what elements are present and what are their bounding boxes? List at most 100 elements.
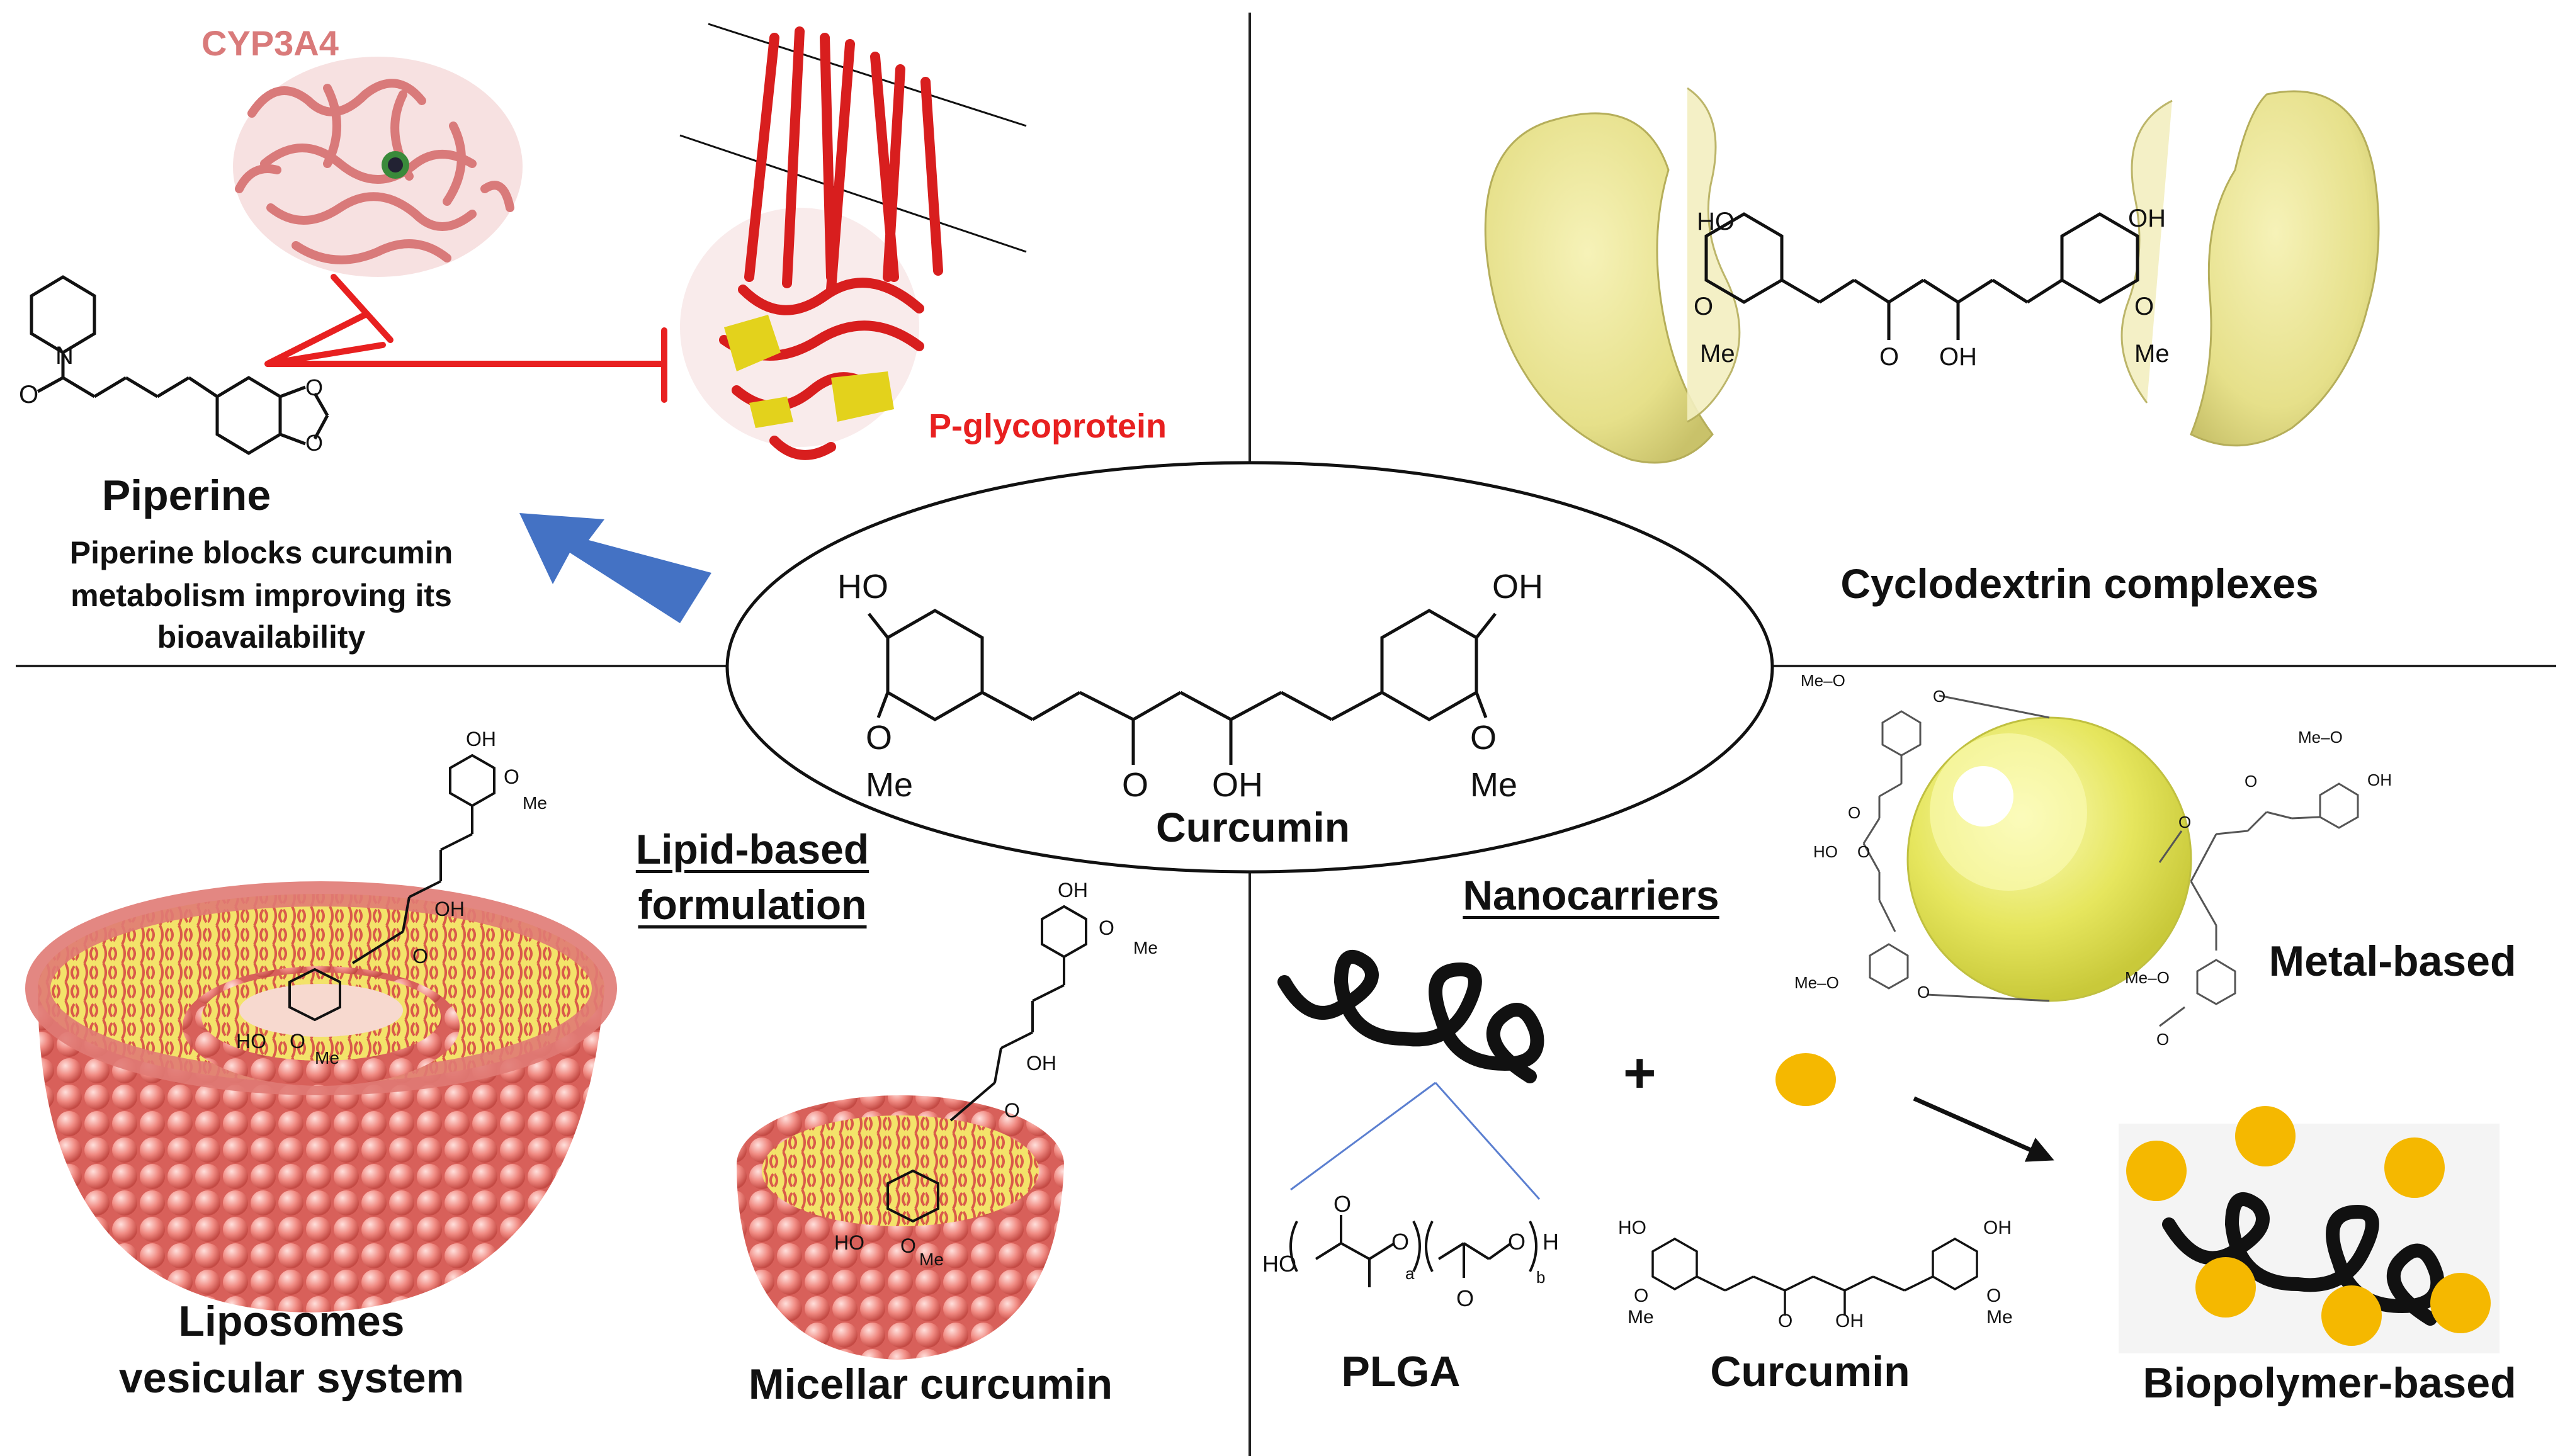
membrane-lines [679,23,1027,253]
plus-sign: + [1623,1042,1656,1105]
piperine-structure [30,275,329,455]
mic-oh-mid: OH [1026,1052,1056,1075]
small-oh-right: OH [1983,1217,2012,1238]
micelle-icon [737,1095,1064,1360]
plga-o-bottom: O [1456,1285,1474,1311]
mic-o-mid: O [1004,1099,1020,1122]
center-ho: HO [837,568,888,606]
liposome-curcumin-structure [288,753,495,1022]
cd-o-left: O [1694,293,1713,320]
mic-me-low: Me [919,1250,944,1269]
cd-oh-center: OH [1939,343,1977,371]
center-me-left: Me [866,766,913,804]
p-glycoprotein-label: P-glycoprotein [929,407,1167,445]
metal-o-right-keto: O [2245,772,2257,791]
cd-o-right: O [2134,293,2154,320]
mic-o-top: O [1099,917,1114,939]
mic-me-top: Me [1133,938,1158,957]
reaction-arrow [1913,1096,2054,1162]
piperine-n-atom: N [55,342,74,370]
metal-meo-top-left: Me–O [1801,671,1845,690]
plga-ho: HO [1262,1251,1296,1277]
small-me-left: Me [1628,1307,1654,1328]
micelle-curcumin-structure [886,905,1087,1223]
center-oh-enol: OH [1212,766,1263,804]
metal-oh-top-right: OH [2367,770,2392,789]
small-me-right: Me [1986,1307,2013,1328]
central-ellipse [725,461,1774,874]
small-o-left: O [1634,1285,1648,1306]
mic-o-low: O [900,1234,916,1257]
piperine-o-atom-3: O [305,430,323,456]
lipo-me-top: Me [523,793,547,813]
lipid-label-line-2: formulation [638,881,867,928]
nanocarriers-label: Nanocarriers [1463,872,1719,918]
lipo-o-low: O [290,1030,305,1052]
center-me-right: Me [1470,766,1517,804]
center-o-keto: O [1122,766,1148,804]
curcumin-center-label: Curcumin [1155,804,1350,850]
plga-structure [1289,1215,1537,1287]
curcumin-small-labels: HO O Me O OH OH O Me [1618,1217,2013,1331]
plga-h: H [1543,1229,1559,1255]
cyp3a4-label: CYP3A4 [201,23,339,63]
center-o-left: O [866,719,892,757]
cyclodextrin-left-icon [1484,87,1741,464]
metal-curcumin-structures [1862,694,2359,1027]
plga-sub-b: b [1536,1268,1545,1287]
liposomes-label-line-1: Liposomes [178,1297,405,1345]
piperine-description-line-3: bioavailability [157,619,366,655]
lipo-o-mid: O [412,945,428,968]
lipid-label-line-1: Lipid-based [635,826,869,872]
plga-chem-labels: HO O O a O O b H [1262,1191,1559,1311]
curcumin-structure-cyclodextrin [1704,212,2139,340]
mic-ho-low: HO [834,1231,864,1254]
inhibition-lines [264,274,667,403]
small-ho: HO [1618,1217,1646,1238]
plga-link-lines [1290,1081,1541,1200]
metal-meo-bottom-right: Me–O [2125,968,2170,987]
metal-nanoparticle-icon [1906,716,2192,1002]
cyp3a4-protein-icon [233,57,523,277]
biopolymer-based-label: Biopolymer-based [2143,1359,2517,1407]
small-oh-enol: OH [1835,1311,1864,1331]
piperine-title: Piperine [101,471,271,519]
plga-polymer-coil-icon [1277,950,1544,1083]
lipo-oh-mid: OH [434,898,465,920]
small-o-keto: O [1778,1311,1792,1331]
center-o-right: O [1470,719,1497,757]
plga-o-link-b: O [1508,1229,1526,1255]
center-oh-right: OH [1492,568,1543,606]
biopolymer-nanoparticles [2126,1106,2491,1346]
metal-based-label: Metal-based [2268,937,2517,985]
small-o-right: O [1986,1285,2001,1306]
metal-o-bottom-right: O [2156,1030,2169,1049]
liposomes-label-line-2: vesicular system [118,1354,465,1402]
piperine-o-atom-2: O [305,375,323,400]
plga-label: PLGA [1341,1348,1461,1396]
blue-arrow [519,513,711,623]
liposome-icon [25,881,617,1312]
p-glycoprotein-icon [680,26,943,460]
plga-sub-a: a [1405,1264,1415,1283]
piperine-description-line-1: Piperine blocks curcumin [69,535,453,570]
divider-lines [16,13,2556,1456]
metal-meo-bottom-left: Me–O [1794,973,1839,992]
curcumin-structure-center [868,609,1497,765]
lipo-oh-top: OH [466,728,496,750]
micellar-curcumin-label: Micellar curcumin [748,1360,1113,1408]
metal-ho-left: HO [1813,842,1838,861]
piperine-o-atom: O [19,381,38,409]
cd-me-right: Me [2134,340,2170,368]
lipo-me-low: Me [315,1048,339,1068]
cyclodextrin-label: Cyclodextrin complexes [1840,560,2319,607]
biopolymer-coil-icon [2162,1192,2445,1326]
metal-o-bottom-left: O [1917,983,1930,1002]
mic-oh-top: OH [1058,879,1088,901]
lipo-o-top: O [504,765,519,788]
metal-o-right-enol: O [2178,813,2191,832]
cd-o-center: O [1879,343,1899,371]
plga-o-top: O [1333,1191,1351,1217]
cd-oh-right: OH [2128,205,2166,232]
